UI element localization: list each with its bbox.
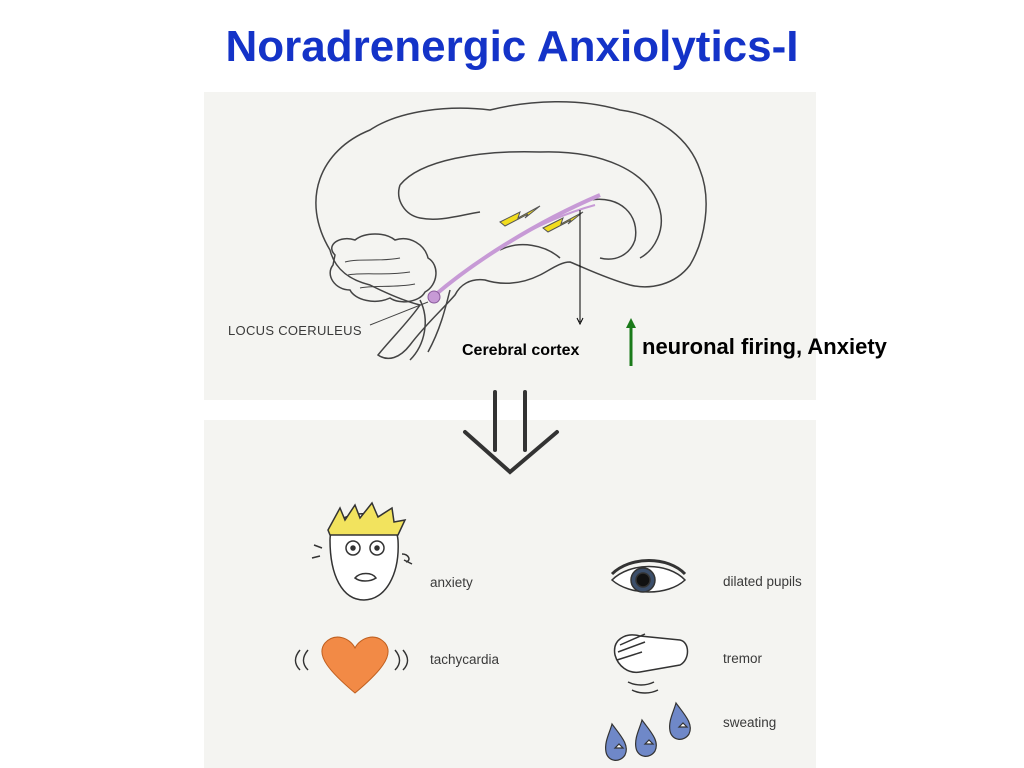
symptom-anxiety-label: anxiety: [430, 575, 473, 590]
locus-coeruleus-dot: [427, 290, 441, 304]
down-arrow-icon: [463, 390, 559, 475]
anxious-face-icon: [311, 501, 413, 601]
brain-fold-3: [589, 198, 637, 260]
cerebellum: [329, 233, 437, 303]
lightning-icon: [499, 205, 541, 227]
cerebral-cortex-label: Cerebral cortex: [462, 342, 580, 359]
brainstem: [409, 289, 451, 361]
symptom-sweating-label: sweating: [723, 715, 777, 730]
brain-outline: [315, 101, 707, 360]
brain-fold-4: [499, 243, 561, 259]
page-title: Noradrenergic Anxiolytics-I: [225, 22, 799, 71]
hand-icon: [613, 633, 689, 694]
symptom-tremor-label: tremor: [723, 651, 763, 666]
lightning-icon: [542, 211, 584, 233]
effect-label: neuronal firing, Anxiety: [642, 334, 887, 359]
locus-coeruleus-label: LOCUS COERULEUS: [228, 323, 362, 338]
sweat-drops-icon: [605, 701, 691, 761]
brain-fold-2: [398, 184, 481, 220]
eye-icon: [610, 559, 687, 593]
symptom-tachycardia-label: tachycardia: [430, 652, 500, 667]
cortex-arrow-head: [576, 317, 584, 326]
brain-fold-1: [399, 151, 662, 259]
symptom-dilated-pupils-label: dilated pupils: [723, 574, 802, 589]
symptoms-panel: [204, 420, 816, 768]
heart-icon: [294, 636, 409, 694]
